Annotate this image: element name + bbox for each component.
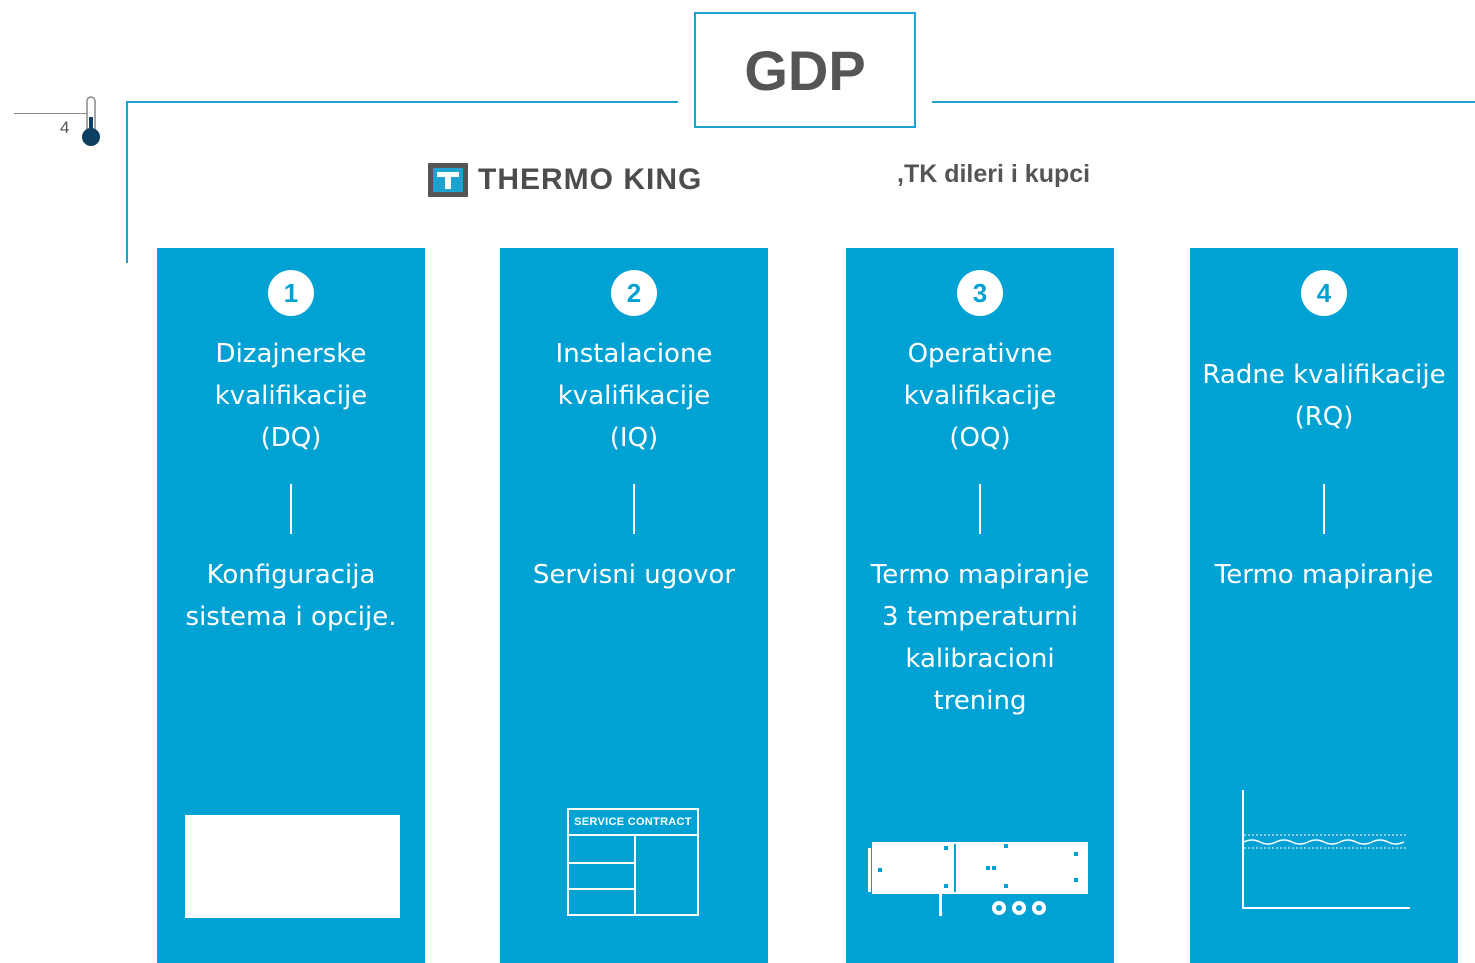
phase-description: Konfiguracija sistema i opcije.	[185, 560, 397, 632]
temperature-graph-icon	[1242, 790, 1410, 909]
trailer-sensor-map-icon	[868, 842, 1088, 916]
step-badge: 2	[611, 270, 657, 316]
phase-title: Radne kvalifikacije (RQ)	[1202, 360, 1446, 432]
page-number: 4	[60, 118, 70, 137]
panel-divider	[290, 484, 292, 534]
panel-divider	[979, 484, 981, 534]
step-badge: 4	[1301, 270, 1347, 316]
page-number-rule	[14, 113, 88, 114]
phase-title: Dizajnerske kvalifikacije (DQ)	[214, 339, 368, 453]
logo-wordmark: THERMO KING	[478, 163, 703, 196]
thermo-king-logo: THERMO KING	[428, 163, 702, 197]
page-title: GDP	[694, 12, 916, 128]
panel-rq: 4 Radne kvalifikacije (RQ) Termo mapiran…	[1190, 248, 1458, 963]
phase-title: Operativne kvalifikacije (OQ)	[903, 339, 1057, 453]
phase-description: Servisni ugovor	[532, 560, 736, 590]
thermometer-icon	[82, 96, 100, 146]
thermo-king-logo-icon	[428, 163, 468, 197]
panel-dq: 1 Dizajnerske kvalifikacije (DQ) Konfigu…	[157, 248, 425, 963]
phase-title: Instalacione kvalifikacije (IQ)	[555, 339, 713, 453]
panel-divider	[633, 484, 635, 534]
panel-iq: 2 Instalacione kvalifikacije (IQ) Servis…	[500, 248, 768, 963]
header-rule-left	[126, 101, 678, 103]
panel-divider	[1323, 484, 1325, 534]
phase-description: Termo mapiranje 3 temperaturni kalibraci…	[870, 560, 1090, 716]
step-badge: 3	[957, 270, 1003, 316]
phase-description: Termo mapiranje	[1214, 560, 1434, 590]
service-contract-icon: SERVICE CONTRACT	[567, 808, 699, 916]
service-contract-label: SERVICE CONTRACT	[569, 810, 697, 836]
panel-oq: 3 Operativne kvalifikacije (OQ) Termo ma…	[846, 248, 1114, 963]
partners-text: ,TK dileri i kupci	[897, 160, 1091, 188]
blank-card-illustration	[185, 815, 400, 918]
side-rule	[126, 101, 128, 263]
step-badge: 1	[268, 270, 314, 316]
header-rule-right	[932, 101, 1475, 103]
